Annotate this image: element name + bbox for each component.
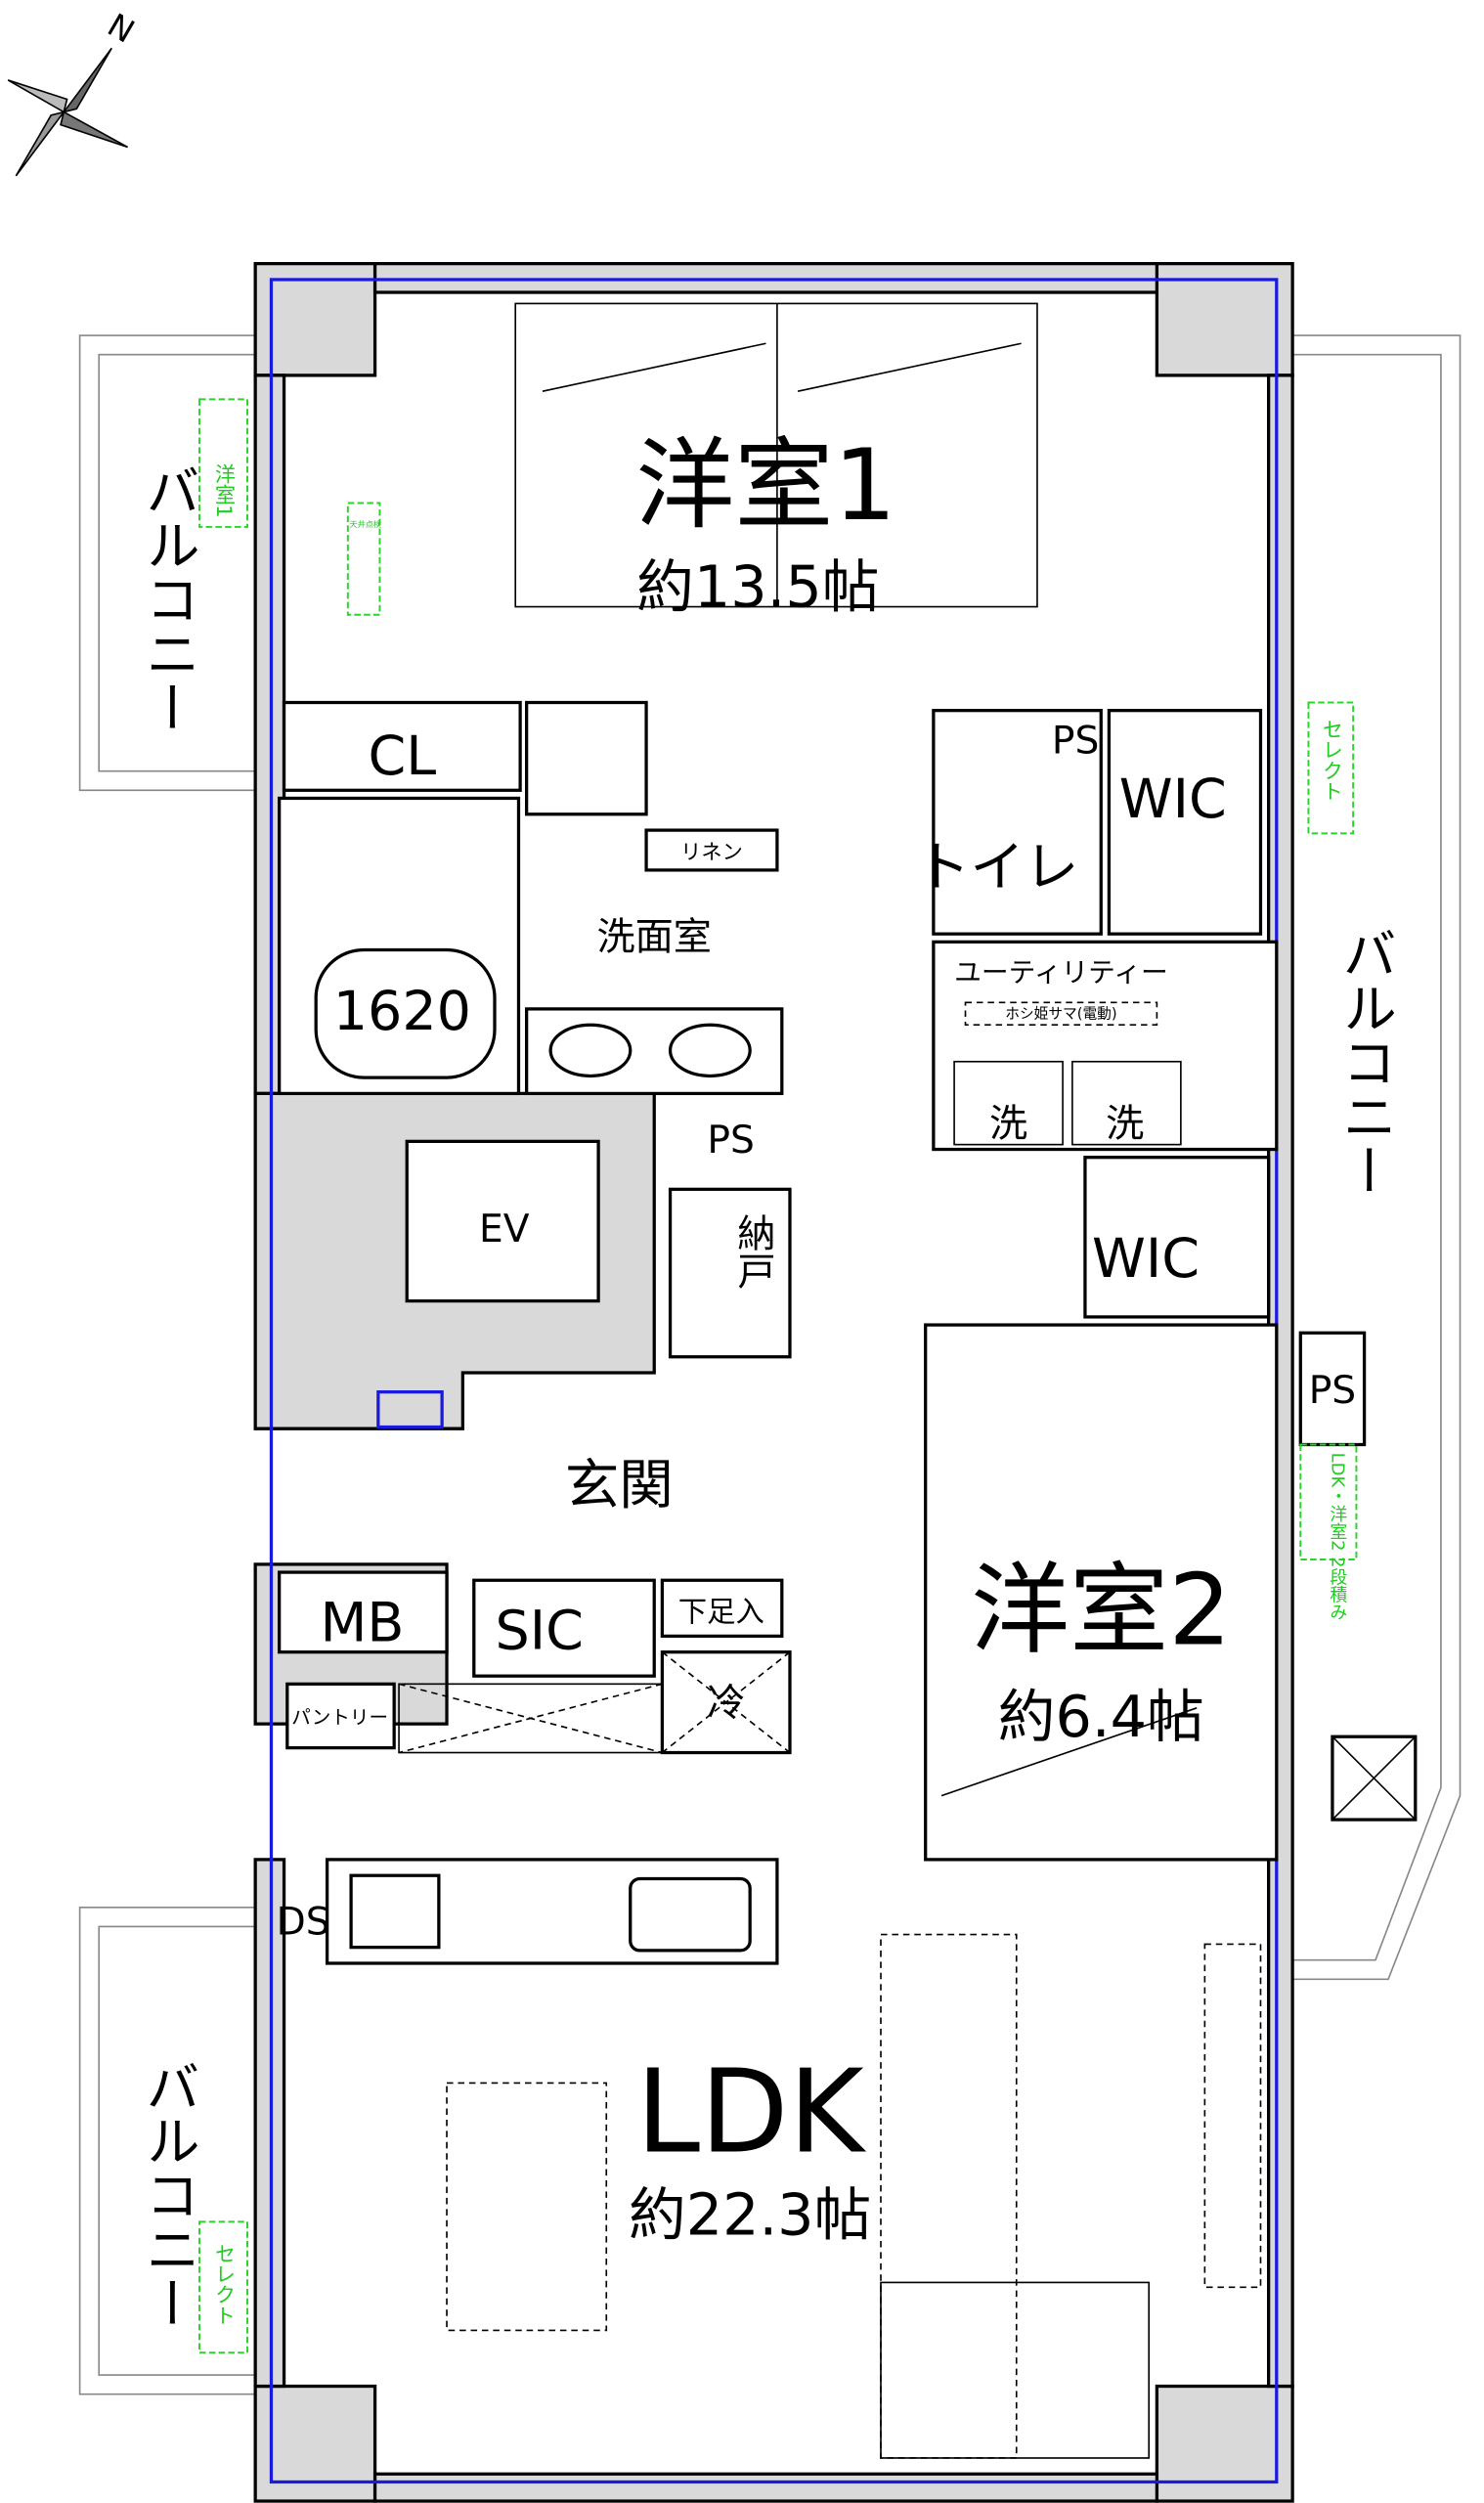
linen-label: リネン [680,840,743,864]
wic1-label: WIC [1119,768,1227,831]
western2-name: 洋室2 [971,1553,1232,1668]
toilet-label: トイレ [916,836,1078,900]
ps-center-label: PS [707,1119,754,1163]
western1-size: 約13.5帖 [636,553,879,621]
ps-outer-label: PS [1309,1369,1356,1413]
note-select-right: セレクト [1319,719,1343,802]
north-label: N [102,6,141,50]
drying-pole-label: ホシ姫サマ(電動) [1005,1006,1116,1023]
shoe-box-label: 下足入 [678,1596,764,1629]
sic-label: SIC [496,1599,584,1662]
ldk-name: LDK [636,2045,867,2179]
storage-label: 納戸 [731,1213,775,1291]
ldk-size: 約22.3帖 [629,2180,871,2248]
note-ldk-western2: LDK・洋室2 2段積み [1327,1453,1347,1621]
western2-size: 約6.4帖 [998,1683,1204,1750]
mb-label: MB [321,1591,405,1654]
ds-label: DS [277,1901,330,1945]
bathtub-label: 1620 [333,980,471,1043]
utility-label: ユーティリティー [954,956,1168,988]
wic2-label: WIC [1092,1227,1200,1291]
washer2-label: 洗 [1106,1102,1144,1146]
balcony-label-left-bottom: バルコニー [136,2059,199,2330]
ps-toilet-label: PS [1052,720,1099,764]
washroom-label: 洗面室 [596,916,711,960]
fridge-label: 冷 [707,1682,745,1726]
closet-label: CL [369,725,437,788]
green-notes: 洋室1 セレクト セレクト LDK・洋室2 2段積み 天井点検 [198,398,1358,2354]
elevator-label: EV [479,1208,530,1252]
entrance-label: 玄関 [565,1454,674,1517]
note-select-left: セレクト [211,2243,236,2326]
compass-icon: N [7,6,141,177]
note-inspection: 天井点検 [349,519,381,529]
rooms [278,302,1367,2459]
western1-name: 洋室1 [635,427,896,543]
exterior-walls [253,262,1294,2503]
balcony-label-right: バルコニー [1332,926,1396,1197]
note-western1: 洋室1 [211,462,236,517]
room-labels: 洋室1 約13.5帖 CL 1620 リネン 洗面室 PS EV 納戸 トイレ … [136,427,1396,2331]
pantry-label: パントリー [291,1706,388,1729]
balcony-label-left-top: バルコニー [136,463,199,734]
washer1-label: 洗 [989,1102,1027,1146]
